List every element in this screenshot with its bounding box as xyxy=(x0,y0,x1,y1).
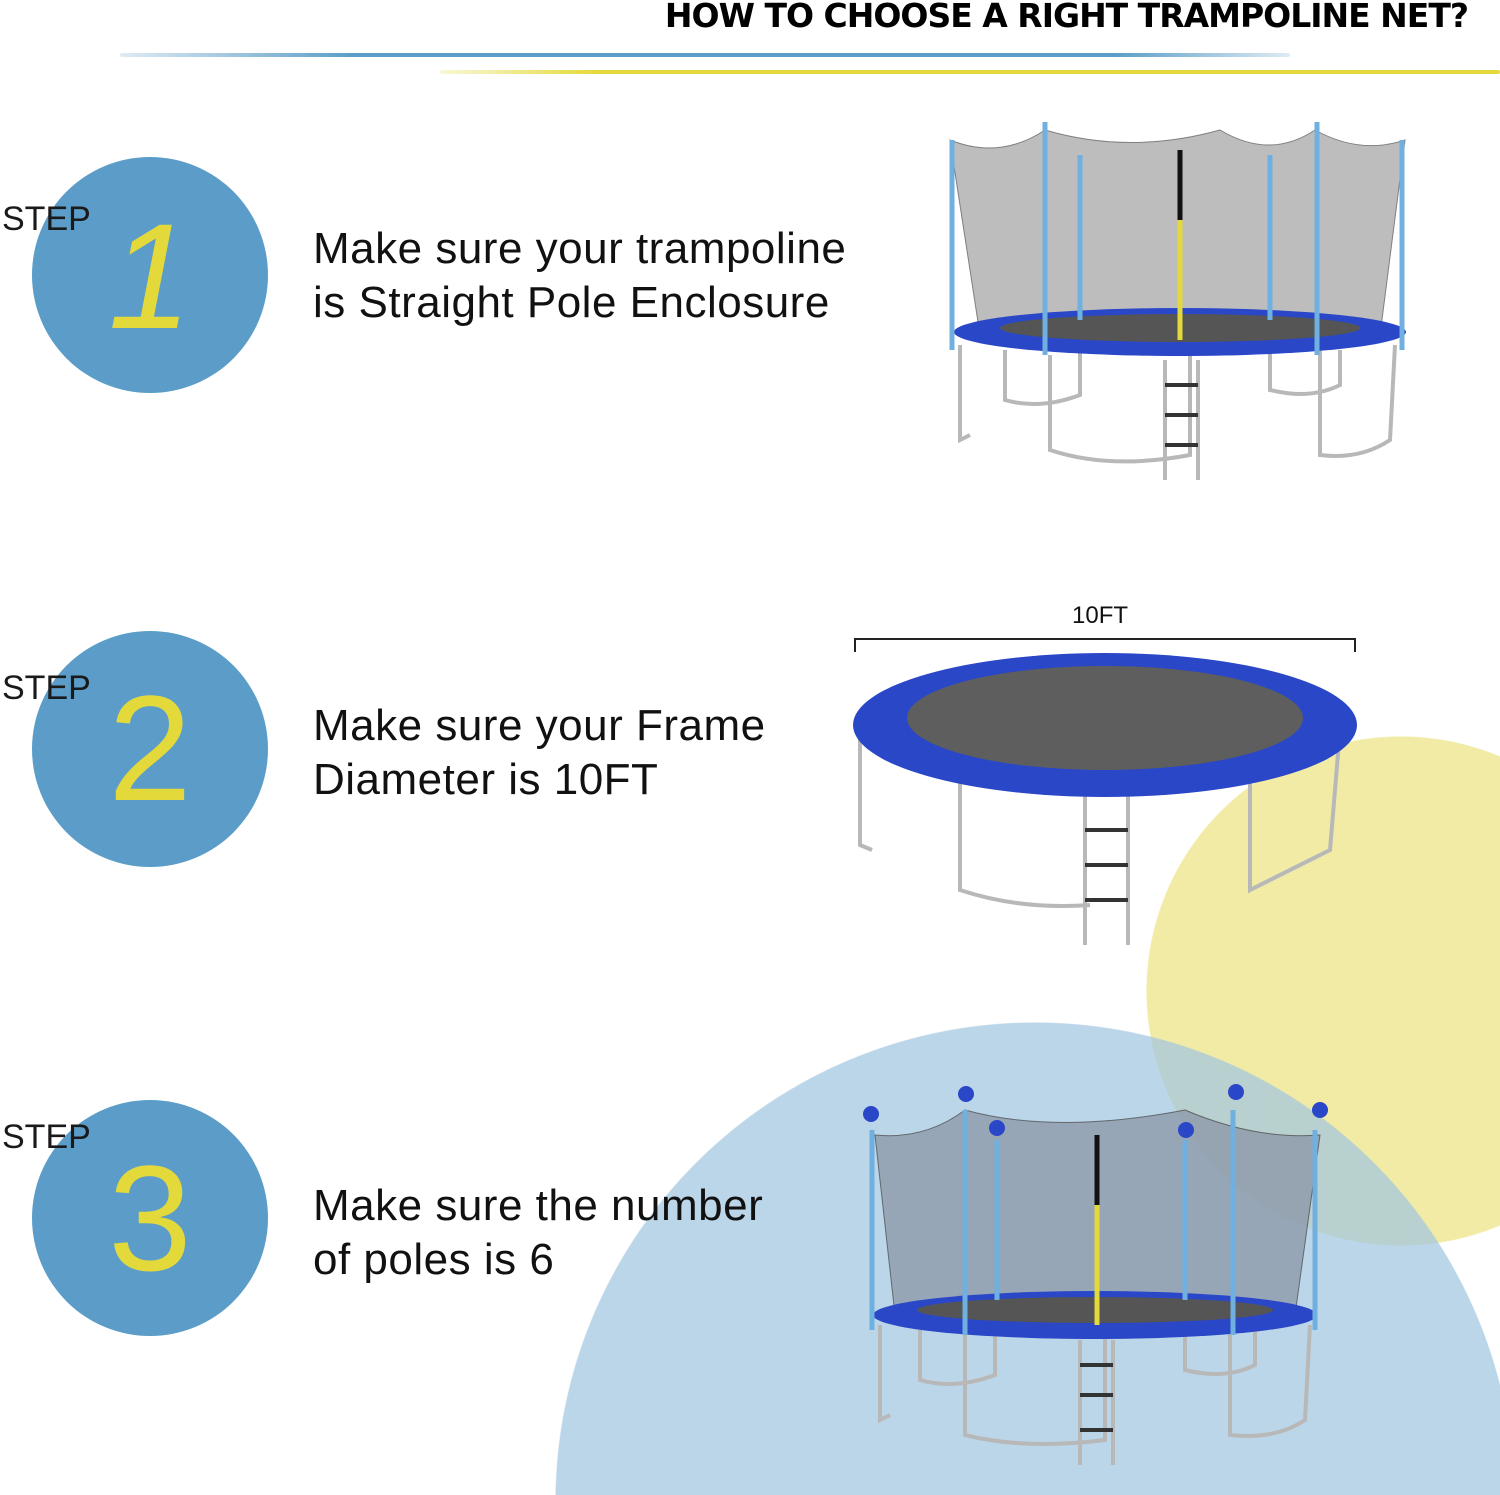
step-2-label: STEP xyxy=(2,669,91,707)
step-3-circle xyxy=(32,1100,268,1336)
step-2-circle xyxy=(32,631,268,867)
step-1-label: STEP xyxy=(2,200,91,238)
step-1-text: Make sure your trampoline is Straight Po… xyxy=(313,222,846,330)
step-1-number: 1 xyxy=(108,192,192,360)
step-2-line-2: Diameter is 10FT xyxy=(313,755,659,804)
diameter-label: 10FT xyxy=(1072,602,1129,629)
trampoline-six-poles-image xyxy=(863,1084,1328,1465)
step-1-circle xyxy=(32,157,268,393)
trampoline-frame-image xyxy=(853,653,1357,945)
step-3-line-1: Make sure the number xyxy=(313,1181,764,1230)
diameter-dimension-line xyxy=(854,638,1356,652)
step-1-line-2: is Straight Pole Enclosure xyxy=(313,278,830,327)
blue-divider xyxy=(120,53,1290,57)
step-2-line-1: Make sure your Frame xyxy=(313,701,766,750)
step-3-text: Make sure the number of poles is 6 xyxy=(313,1179,763,1287)
step-3-line-2: of poles is 6 xyxy=(313,1235,555,1284)
page-title: HOW TO CHOOSE A RIGHT TRAMPOLINE NET? xyxy=(664,0,1469,35)
yellow-divider xyxy=(440,70,1500,74)
step-2-number: 2 xyxy=(108,664,192,832)
step-1-line-1: Make sure your trampoline xyxy=(313,224,847,273)
trampoline-enclosure-image xyxy=(949,122,1406,480)
step-3-label: STEP xyxy=(2,1118,91,1156)
step-2-text: Make sure your Frame Diameter is 10FT xyxy=(313,699,766,807)
step-3-number: 3 xyxy=(108,1134,192,1302)
